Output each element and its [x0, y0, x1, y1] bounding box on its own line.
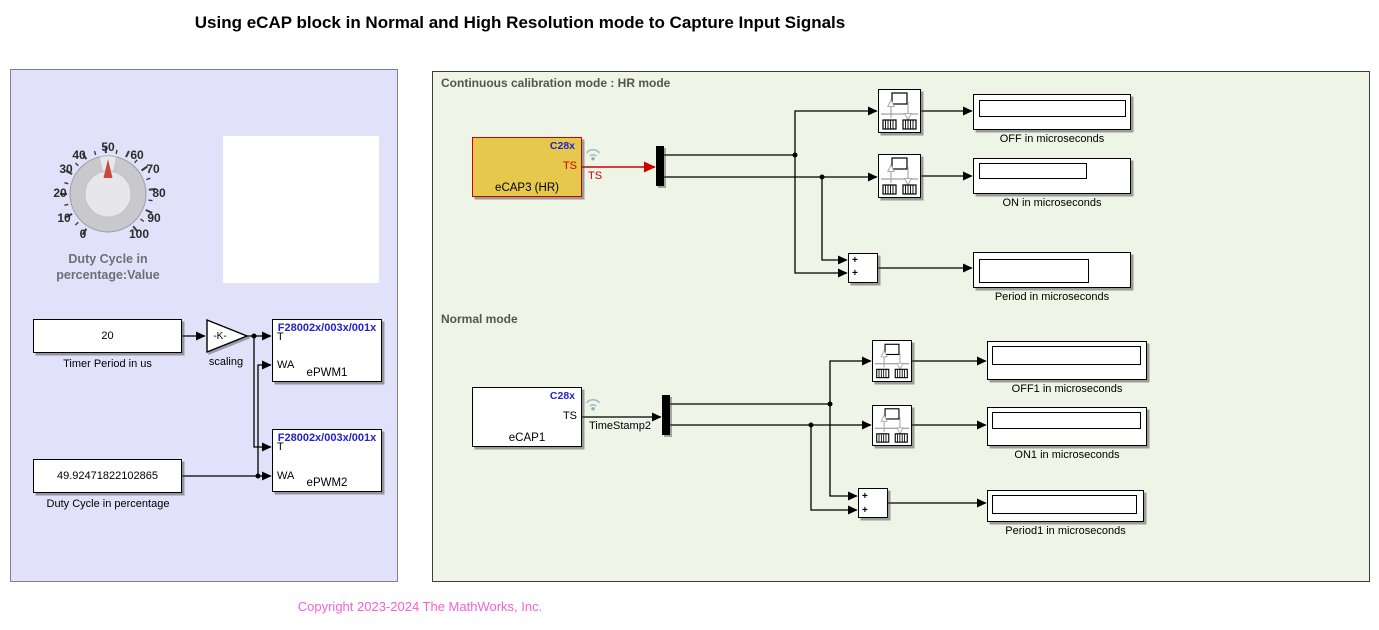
on-display-block[interactable]: [973, 158, 1131, 194]
sum-plus-sign: +: [852, 268, 858, 279]
knob-tick-label: 30: [59, 162, 73, 176]
knob-tick-label: 10: [57, 211, 71, 225]
timer-period-constant-block[interactable]: 20: [33, 319, 182, 353]
knob-tick-label: 90: [147, 211, 161, 225]
buffer-transfer-icon: [881, 92, 918, 130]
ecap1-chip-label: C28x: [549, 390, 575, 402]
display-value-field: [979, 259, 1089, 283]
sum-plus-sign: +: [862, 505, 868, 516]
knob-tick-label: 20: [53, 186, 67, 200]
knob-tick-label: 80: [152, 186, 166, 200]
input-area-panel: 0 10 20 30 40 50 60 70 80 90 100 Duty Cy…: [10, 69, 398, 582]
duty-cycle-constant-block[interactable]: 49.92471822102865: [33, 459, 182, 493]
epwm1-chip-label: F28002x/003x/001x: [277, 322, 377, 334]
model-title: Using eCAP block in Normal and High Reso…: [194, 13, 846, 32]
ecap1-port-ts: TS: [562, 410, 577, 422]
normal-section-heading: Normal mode: [441, 312, 518, 326]
display-value-field: [992, 346, 1141, 365]
timer-period-label: Timer Period in us: [63, 358, 152, 370]
epwm2-port-t: T: [277, 441, 284, 453]
hr-demux-bar[interactable]: [656, 146, 664, 186]
ecap3-name: eCAP3 (HR): [495, 182, 559, 194]
normal-sum-block[interactable]: + +: [858, 488, 888, 518]
knob-needle-icon: [103, 159, 113, 178]
knob-tick-label: 40: [72, 148, 86, 162]
copyright-annotation: Copyright 2023-2024 The MathWorks, Inc.: [297, 599, 543, 614]
epwm1-name: ePWM1: [306, 367, 348, 379]
epwm1-port-t: T: [277, 331, 284, 343]
duty-cycle-knob[interactable]: [38, 134, 178, 254]
timestamp2-signal-label: TimeStamp2: [589, 420, 651, 432]
normal-off-conversion-block[interactable]: [872, 340, 912, 382]
timer-period-value: 20: [101, 330, 114, 342]
duty-cycle-value: 49.92471822102865: [57, 470, 158, 482]
off-display-block[interactable]: [973, 94, 1131, 130]
hr-off-conversion-block[interactable]: [878, 89, 921, 133]
hr-sum-block[interactable]: + +: [848, 253, 878, 283]
buffer-transfer-icon: [874, 408, 910, 443]
gain-label: scaling: [208, 356, 244, 368]
knob-tick-label: 50: [101, 140, 115, 154]
blank-display-panel[interactable]: [223, 136, 379, 283]
ecap1-block[interactable]: C28x TS eCAP1: [472, 387, 582, 447]
off1-display-label: OFF1 in microseconds: [1011, 383, 1123, 395]
epwm1-block[interactable]: F28002x/003x/001x T WA ePWM1: [272, 319, 382, 382]
normal-demux-bar[interactable]: [662, 395, 670, 435]
duty-cycle-label: Duty Cycle in percentage: [46, 498, 170, 510]
knob-tick-label: 0: [79, 227, 87, 241]
scaling-gain-block[interactable]: [206, 319, 250, 357]
ecap3-hr-block[interactable]: C28x TS eCAP3 (HR): [472, 137, 582, 197]
normal-on-conversion-block[interactable]: [872, 405, 912, 446]
off-display-label: OFF in microseconds: [999, 133, 1105, 145]
sum-plus-sign: +: [852, 255, 858, 266]
knob-tick-label: 60: [130, 148, 144, 162]
knob-tick-marks: [60, 146, 156, 236]
period-display-block[interactable]: [973, 252, 1131, 288]
hr-section-heading: Continuous calibration mode : HR mode: [441, 76, 671, 90]
knob-tick-label: 100: [128, 227, 150, 241]
epwm1-port-wa: WA: [277, 359, 295, 371]
knob-caption-line1: Duty Cycle in: [68, 252, 148, 266]
sum-plus-sign: +: [862, 491, 868, 502]
ecap3-chip-label: C28x: [549, 140, 575, 152]
gain-text: -K-: [213, 331, 227, 342]
buffer-transfer-icon: [881, 157, 918, 195]
display-value-field: [979, 100, 1126, 117]
epwm2-chip-label: F28002x/003x/001x: [277, 432, 377, 444]
display-value-field: [992, 495, 1137, 514]
hr-on-conversion-block[interactable]: [878, 154, 921, 198]
period-display-label: Period in microseconds: [994, 291, 1110, 303]
display-value-field: [979, 163, 1087, 179]
signal-streaming-icon[interactable]: [583, 143, 603, 163]
period1-display-label: Period1 in microseconds: [1005, 525, 1126, 537]
knob-tick-label: 70: [146, 162, 160, 176]
ecap3-port-ts: TS: [562, 160, 577, 172]
on-display-label: ON in microseconds: [1002, 197, 1102, 209]
capture-area-panel: Continuous calibration mode : HR mode No…: [432, 71, 1370, 582]
signal-streaming-icon[interactable]: [583, 393, 603, 413]
on1-display-block[interactable]: [987, 407, 1147, 446]
buffer-transfer-icon: [874, 343, 910, 379]
epwm2-port-wa: WA: [277, 470, 295, 482]
ecap1-name: eCAP1: [508, 432, 546, 444]
knob-caption-line2: percentage:Value: [56, 268, 160, 282]
epwm2-name: ePWM2: [306, 477, 348, 489]
period1-display-block[interactable]: [987, 490, 1144, 522]
on1-display-label: ON1 in microseconds: [1014, 449, 1120, 461]
epwm2-block[interactable]: F28002x/003x/001x T WA ePWM2: [272, 429, 382, 492]
off1-display-block[interactable]: [987, 341, 1147, 380]
display-value-field: [992, 412, 1141, 429]
ts-signal-label: TS: [588, 170, 603, 182]
